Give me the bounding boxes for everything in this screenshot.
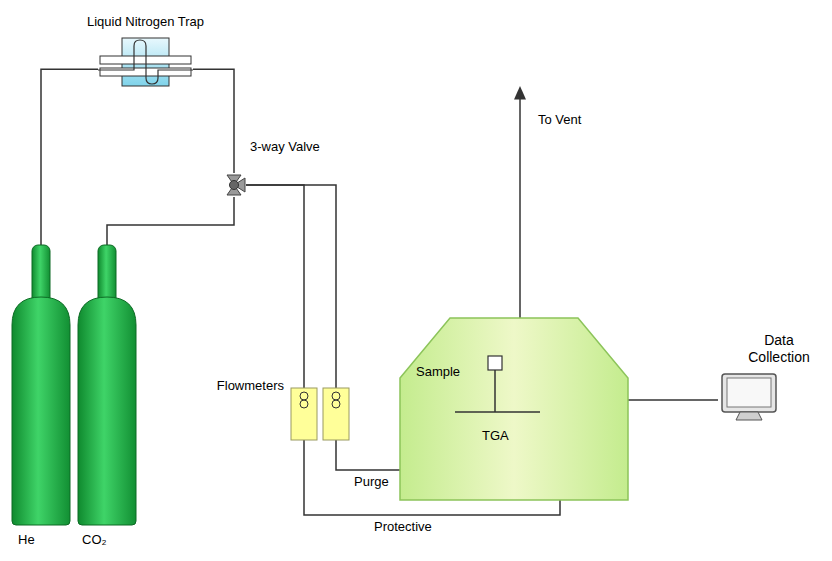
computer-monitor: Data Collection: [718, 372, 780, 422]
monitor-label: Data Collection: [740, 332, 818, 366]
gas-cylinder: CO₂: [78, 245, 136, 525]
cold-trap: Liquid Nitrogen Trap: [98, 38, 193, 86]
tga-furnace: SampleTGA: [400, 318, 628, 500]
cylinder-label: CO₂: [82, 532, 107, 548]
cold-trap-shape: [98, 38, 193, 86]
three-way-valve-shape: [222, 173, 246, 197]
vent-pipe: [520, 92, 521, 318]
sample-label: Sample: [416, 364, 460, 380]
valve-label: 3-way Valve: [250, 139, 320, 155]
flowmeter: [323, 388, 349, 440]
computer-monitor-shape: [718, 372, 780, 422]
gas-line: [41, 69, 98, 245]
gas-cylinder: He: [12, 245, 70, 525]
line-label: Purge: [352, 474, 391, 490]
gas-line: [193, 69, 234, 173]
trap-label: Liquid Nitrogen Trap: [87, 14, 204, 30]
tga-label: TGA: [482, 428, 509, 444]
three-way-valve: 3-way Valve: [222, 173, 246, 197]
tga-furnace-shape: [400, 318, 628, 500]
flowmeter: [291, 388, 317, 440]
line-label: Protective: [372, 519, 434, 535]
gas-cylinder-shape: [78, 245, 136, 525]
part-label: Flowmeters: [215, 378, 286, 394]
gas-line: [107, 197, 234, 245]
gas-line: [246, 185, 400, 470]
gas-line: [628, 399, 718, 401]
cylinder-label: He: [18, 532, 35, 548]
gas-cylinder-shape: [12, 245, 70, 525]
vent-label: To Vent: [536, 112, 583, 128]
